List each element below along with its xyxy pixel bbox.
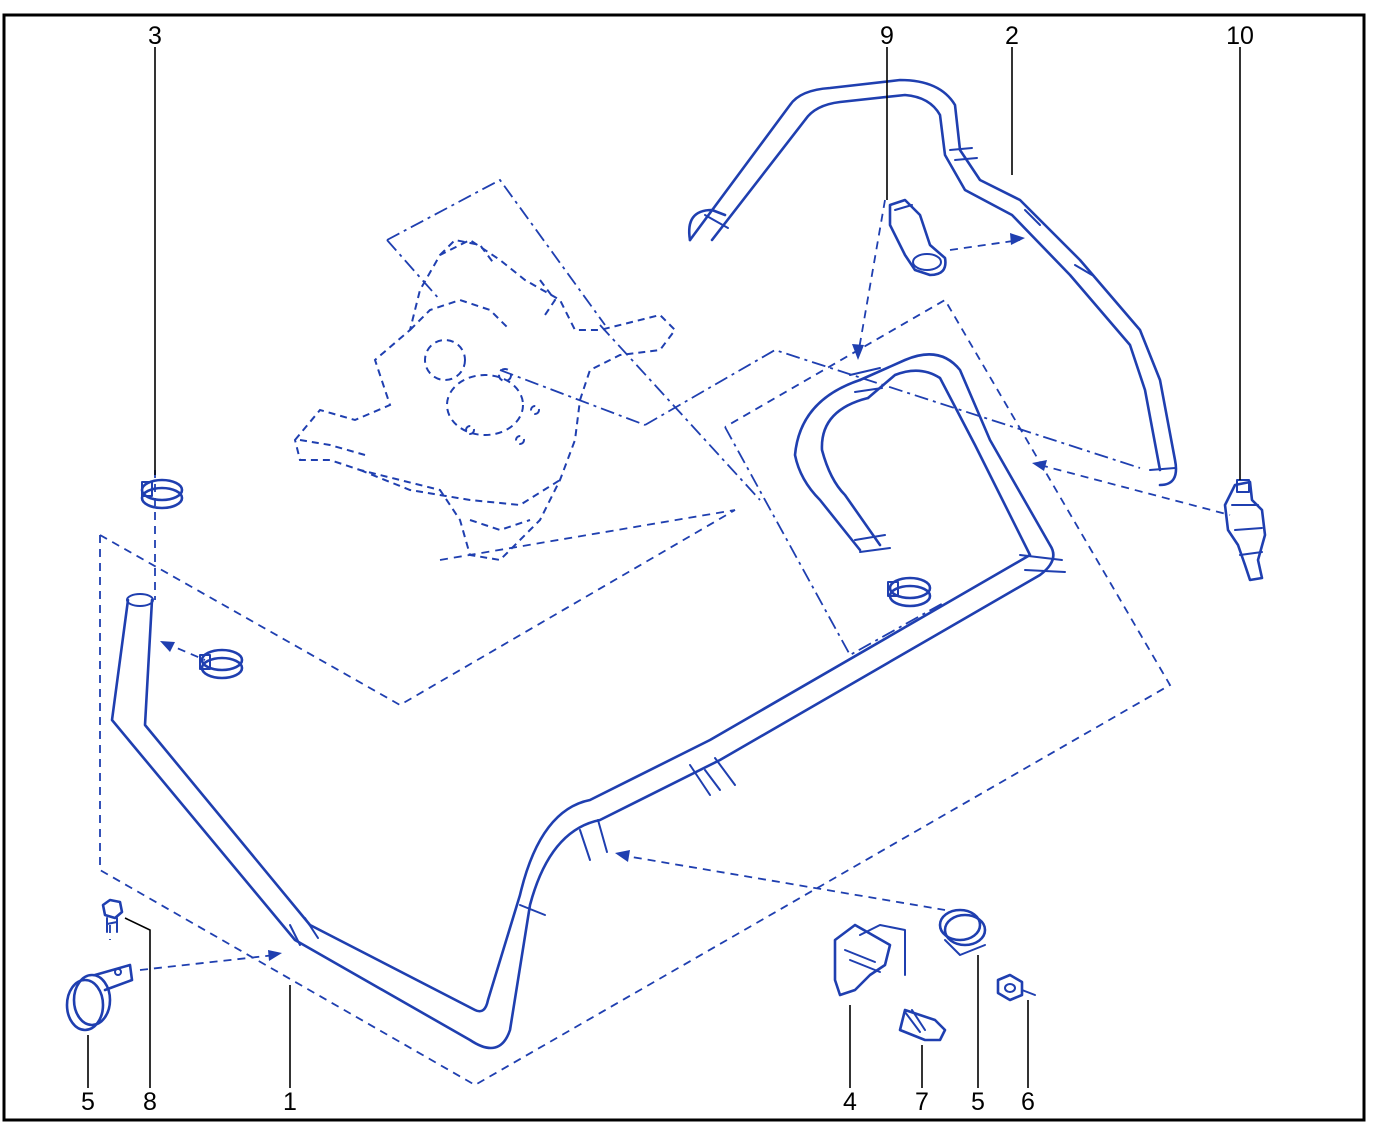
callout-5-left: 5 — [81, 1088, 95, 1116]
bracket-4 — [833, 923, 906, 997]
callout-labels: 3 9 2 10 5 8 1 4 7 5 6 — [81, 22, 1254, 1116]
grommet-5-right — [938, 908, 987, 956]
assembly-arrows — [160, 233, 1047, 961]
callout-6: 6 — [1021, 1088, 1035, 1116]
bolt-7 — [898, 1008, 947, 1042]
callout-2: 2 — [1005, 22, 1019, 50]
hose-1-supply — [110, 353, 1066, 1050]
callout-5-right: 5 — [971, 1088, 985, 1116]
hose-clamp-3-right — [887, 576, 932, 608]
pressure-sensor-10 — [1223, 479, 1267, 582]
callout-1: 1 — [283, 1088, 297, 1116]
pipe-clamp-5-left — [65, 963, 134, 1032]
callout-3: 3 — [148, 22, 162, 50]
callout-leaders — [87, 47, 1241, 1088]
callout-10: 10 — [1226, 22, 1254, 50]
assembly-guide-lines — [99, 178, 1231, 1087]
hose-clamp-3-top — [140, 478, 184, 510]
callout-9: 9 — [880, 22, 894, 50]
diagram-frame — [2, 13, 1366, 1122]
pump-mounting-bracket — [293, 238, 677, 562]
nut-6 — [996, 973, 1036, 1002]
callout-4: 4 — [843, 1088, 857, 1116]
hose-clamp-3-mid — [199, 648, 244, 680]
hose-clamp-9 — [888, 198, 947, 277]
bolt-8 — [101, 898, 124, 933]
callout-8: 8 — [143, 1088, 157, 1116]
callout-7: 7 — [915, 1088, 929, 1116]
hose-2-return — [687, 78, 1178, 487]
